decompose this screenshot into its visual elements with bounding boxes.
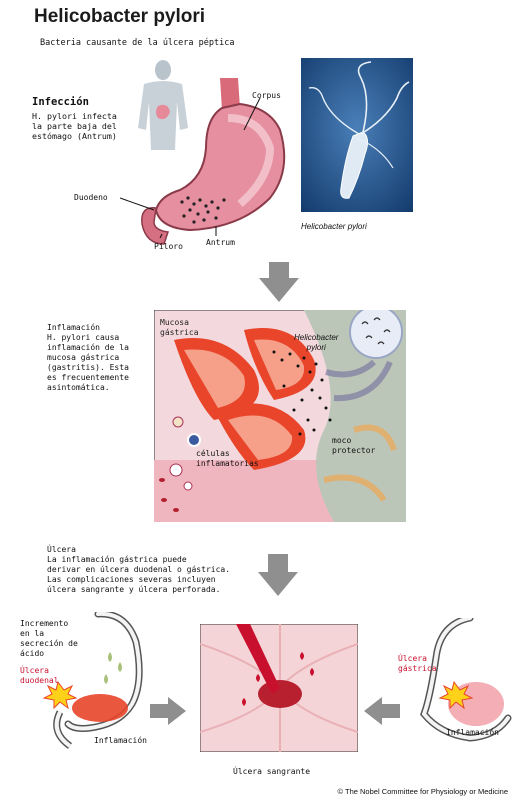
label-antrum: Antrum <box>206 238 235 247</box>
label-bacteria: Helicobacter pylori <box>294 333 338 353</box>
label-incremento: Incremento en la secreción de ácido <box>20 619 78 659</box>
label-piloro: Píloro <box>154 242 183 251</box>
label-moco: moco protector <box>332 436 375 456</box>
label-ulcera-duodenal: Úlcera duodenal <box>20 666 59 686</box>
label-inflamacion-left: Inflamación <box>94 736 147 745</box>
label-ulcera-gastrica: Úlcera gástrica <box>398 654 437 674</box>
label-duodeno: Duodeno <box>74 193 108 202</box>
left-arrow-icon <box>364 697 400 725</box>
micrograph-image <box>301 58 413 212</box>
label-cells: células inflamatorias <box>196 449 259 469</box>
label-mucosa: Mucosa gástrica <box>160 318 199 338</box>
infection-text: H. pylori infecta la parte baja del estó… <box>32 111 117 141</box>
micrograph-caption: Helicobacter pylori <box>301 222 367 231</box>
page-subtitle: Bacteria causante de la úlcera péptica <box>40 38 234 48</box>
down-arrow-icon <box>259 262 299 302</box>
infection-heading: Infección <box>32 96 89 108</box>
label-ulcera-sangrante: Úlcera sangrante <box>233 767 310 776</box>
down-arrow-icon <box>258 554 298 596</box>
stomach-illustration <box>120 78 300 250</box>
bleeding-ulcer-illustration <box>200 624 358 752</box>
label-inflamacion-right: Inflamación <box>446 728 499 737</box>
right-arrow-icon <box>150 697 186 725</box>
inflammation-illustration <box>154 310 406 522</box>
inflammation-text: Inflamación H. pylori causa inflamación … <box>47 323 129 393</box>
ulcer-text: Úlcera La inflamación gástrica puede der… <box>47 545 230 595</box>
label-corpus: Corpus <box>252 91 281 100</box>
page-title: Helicobacter pylori <box>34 6 205 28</box>
credit-text: © The Nobel Committee for Physiology or … <box>338 787 508 796</box>
